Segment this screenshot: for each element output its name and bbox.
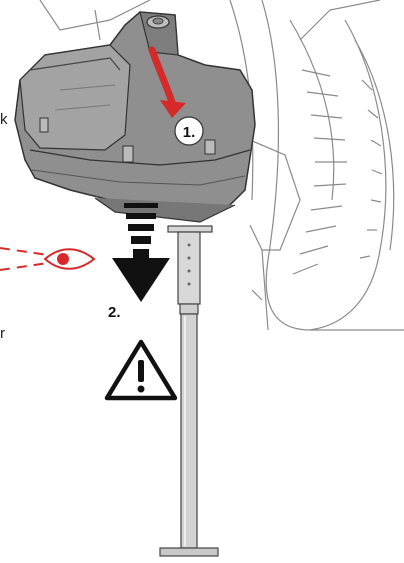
tank-front-face (19, 44, 131, 151)
step-1-label: 1. (183, 124, 196, 141)
tank-lower-seam (31, 169, 246, 186)
stand-lower-tube (180, 313, 198, 549)
cropped-text-bottom: r (0, 325, 5, 342)
cropped-text-top: k (0, 111, 8, 128)
step-2-label: 2. (108, 304, 121, 321)
eye-icon (43, 248, 96, 270)
rotate-arrow (148, 46, 186, 118)
stand-collar (179, 303, 199, 315)
tank-upper-ridge (29, 57, 121, 71)
down-arrow-icon (112, 203, 170, 302)
jack-stand (159, 225, 219, 557)
stand-upper-tube (177, 231, 201, 305)
stand-top-plate (167, 225, 213, 233)
step-1-badge (174, 116, 204, 146)
warning-triangle-icon (104, 339, 178, 401)
sightline (0, 247, 96, 271)
curved-arrow-icon (148, 46, 176, 106)
mount-bracket (122, 145, 134, 163)
tank-seam (29, 149, 251, 166)
tank-assembly (14, 11, 256, 223)
vehicle-line-art (39, 0, 404, 331)
mount-bracket (204, 139, 216, 155)
stand-base (159, 547, 219, 557)
mount-bracket (39, 117, 49, 133)
